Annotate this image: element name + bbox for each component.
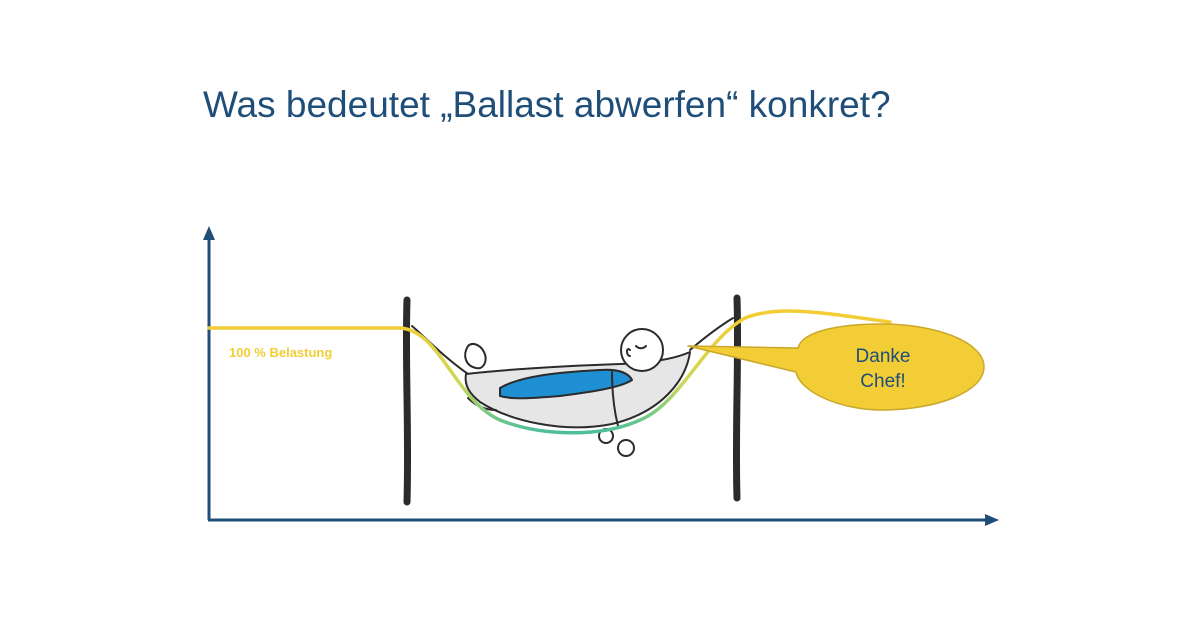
speech-bubble-line-2: Chef!	[860, 371, 905, 392]
right-post	[732, 294, 742, 502]
hand-2	[617, 439, 635, 457]
closed-eye	[635, 345, 647, 350]
ear	[626, 348, 631, 357]
stick-figure-in-hammock	[411, 317, 734, 457]
head	[620, 328, 664, 372]
speech-bubble: Danke Chef!	[687, 323, 985, 411]
y-axis-arrow	[203, 226, 215, 240]
axes	[203, 226, 999, 526]
x-axis-arrow	[985, 514, 999, 526]
load-curve	[207, 309, 892, 435]
arm	[611, 371, 619, 427]
hammock-cord-left	[411, 325, 469, 375]
slide-title: Was bedeutet „Ballast abwerfen“ konkret?	[203, 84, 891, 125]
raised-foot	[464, 343, 487, 370]
load-label: 100 % Belastung	[229, 345, 332, 360]
left-post	[402, 296, 412, 506]
speech-bubble-line-1: Danke	[856, 346, 911, 367]
shirt	[499, 368, 633, 400]
speech-bubble-shape	[687, 323, 985, 411]
